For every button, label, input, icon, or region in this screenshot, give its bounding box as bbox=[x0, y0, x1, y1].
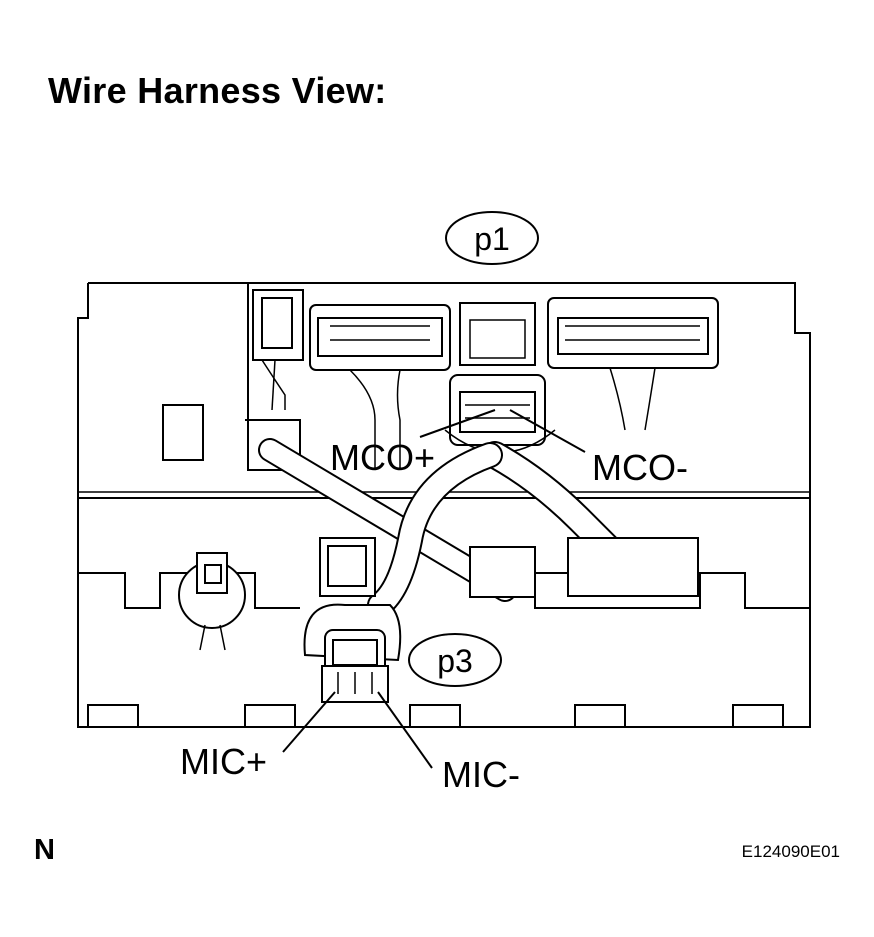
lower-components bbox=[178, 537, 699, 651]
p3-label: p3 bbox=[437, 643, 473, 679]
upper-connector-panel bbox=[162, 283, 719, 471]
p3-badge bbox=[408, 633, 502, 687]
p1-badge bbox=[445, 211, 539, 265]
connector-p1 bbox=[444, 374, 556, 454]
mco-minus-label: MCO- bbox=[592, 447, 688, 488]
p1-label: p1 bbox=[474, 221, 510, 257]
page-title: Wire Harness View: bbox=[48, 70, 387, 111]
leader-lines bbox=[282, 409, 586, 769]
footer-orientation-mark: N bbox=[34, 834, 55, 866]
mic-minus-label: MIC- bbox=[442, 754, 520, 795]
mic-plus-label: MIC+ bbox=[180, 741, 267, 782]
mco-plus-label: MCO+ bbox=[330, 437, 435, 478]
connector-p3 bbox=[303, 603, 402, 703]
figure-code: E124090E01 bbox=[741, 842, 840, 861]
